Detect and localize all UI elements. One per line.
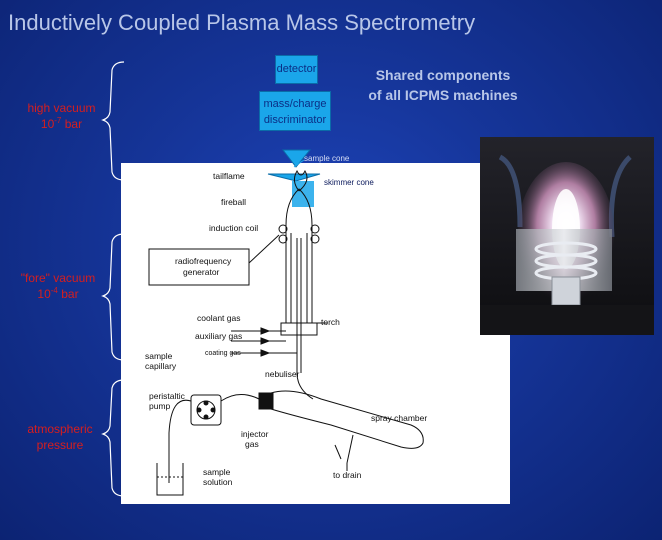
skimmer-cone-label: skimmer cone	[324, 178, 374, 187]
peristaltic-label-line1: peristaltic	[149, 391, 186, 401]
nebuliser-label: nebuliser	[265, 369, 300, 379]
sample-cone-label: sample cone	[304, 154, 350, 163]
induction-coil-label: induction coil	[209, 223, 258, 233]
torch-label: torch	[321, 317, 340, 327]
sample-capillary-line2: capillary	[145, 361, 177, 371]
coil-turn-3	[310, 224, 320, 234]
to-drain-label: to drain	[333, 470, 362, 480]
page-title: Inductively Coupled Plasma Mass Spectrom…	[8, 10, 476, 35]
fore-vacuum-bracket	[101, 233, 125, 361]
icp-schematic: tailflame fireball induction coil radiof…	[145, 169, 427, 496]
coil-turn-2	[278, 234, 288, 244]
sample-solution-line2: solution	[203, 477, 233, 487]
detector-label: detector	[276, 63, 317, 75]
pressure-text: pressure	[36, 438, 84, 453]
rf-generator-box	[148, 248, 250, 286]
fore-vacuum-text: "fore" vacuum	[20, 271, 96, 285]
fore-vacuum-unit: bar	[61, 287, 79, 302]
torch-base	[551, 276, 581, 306]
shared-caption-line2: of all ICPMS machines	[368, 86, 518, 103]
auxiliary-gas-label: auxiliary gas	[195, 331, 242, 341]
spray-chamber-shape	[270, 390, 424, 449]
pump-body	[190, 394, 222, 426]
mass-charge-label: mass/charge	[263, 98, 327, 110]
coil-turn-1	[278, 224, 288, 234]
high-vacuum-exp: -7	[54, 116, 62, 126]
rf-label-line2: generator	[183, 267, 220, 277]
torch-outer	[285, 188, 313, 323]
fore-vacuum-base: 10	[37, 287, 51, 302]
high-vacuum-text: high vacuum	[27, 101, 96, 115]
diagram-panel-lower	[121, 300, 510, 504]
shared-caption-line1: Shared components	[375, 67, 511, 83]
atmospheric-pressure-label: atmospheric pressure	[20, 421, 100, 453]
fore-vacuum-label: "fore" vacuum 10-4 bar	[8, 270, 108, 302]
fore-vacuum-pressure: 10-4 bar	[8, 286, 108, 302]
high-vacuum-label: high vacuum 10-7 bar	[14, 100, 109, 132]
atmospheric-text: atmospheric	[27, 422, 93, 436]
nebuliser-shape	[258, 392, 274, 410]
injector-label-line1: injector	[241, 429, 269, 439]
coating-gas-label: coating gas	[205, 350, 241, 357]
plasma-torch-photo	[480, 137, 654, 335]
mass-charge-discriminator-box: mass/charge discriminator	[259, 91, 331, 131]
peristaltic-label-line2: pump	[149, 401, 171, 411]
coil-turn-4	[310, 234, 320, 244]
high-vacuum-bracket	[101, 61, 125, 181]
fireball-label: fireball	[221, 197, 246, 207]
tailflame-label: tailflame	[213, 171, 245, 181]
high-vacuum-base: 10	[40, 117, 55, 132]
spray-chamber-label: spray chamber	[371, 413, 427, 423]
high-vacuum-unit: bar	[64, 117, 83, 132]
injector-label-line2: gas	[245, 439, 259, 449]
coolant-gas-label: coolant gas	[197, 313, 240, 323]
rf-label-line1: radiofrequency	[175, 256, 232, 266]
tailflame-shape	[293, 169, 308, 192]
shared-components-caption: Shared components of all ICPMS machines	[358, 66, 528, 105]
sample-solution-line1: sample	[203, 467, 231, 477]
sample-beaker	[156, 463, 184, 496]
detector-box: detector	[275, 55, 318, 84]
fore-vacuum-exp: -4	[50, 286, 58, 296]
sample-cone-shape	[281, 149, 312, 168]
discriminator-label: discriminator	[263, 113, 327, 126]
atmospheric-bracket	[101, 379, 125, 497]
sample-capillary-line1: sample	[145, 351, 173, 361]
high-vacuum-pressure: 10-7 bar	[14, 116, 109, 132]
